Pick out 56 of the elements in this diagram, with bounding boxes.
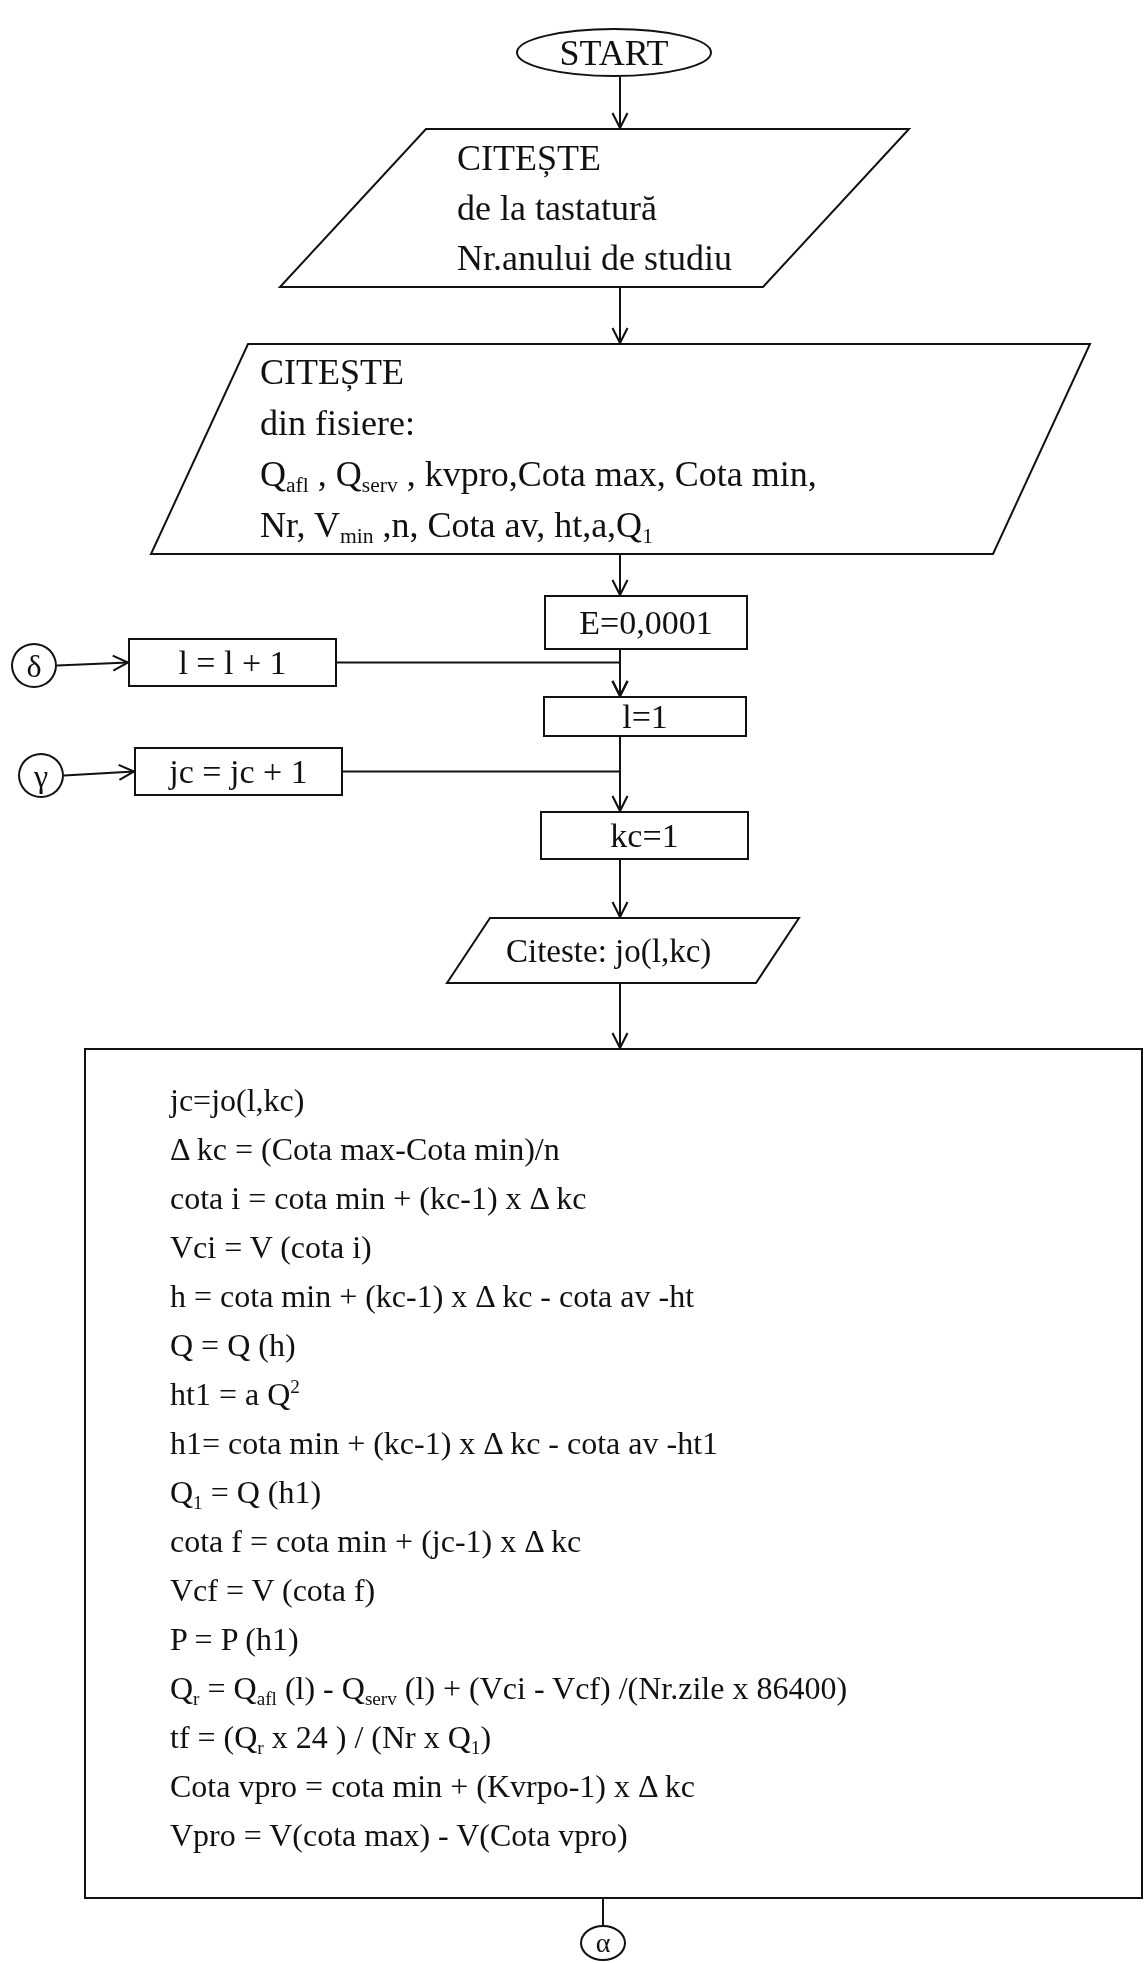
text-line: tf = (Q$_{r}$ x 24 ) / (Nr x Q$_{1}$) <box>170 1718 492 1760</box>
connector-circle <box>580 1925 626 1961</box>
input-parallelogram <box>279 128 910 288</box>
connector-circle <box>18 753 64 798</box>
arrow <box>611 76 629 130</box>
process-box <box>128 638 337 687</box>
terminal-ellipse <box>516 28 712 77</box>
input-parallelogram <box>150 343 1091 555</box>
arrow <box>336 661 629 698</box>
text-line: Vcf = V (cota f) <box>170 1571 376 1610</box>
text-line: Cota vpro = cota min + (Kvrpo-1) x Δ kc <box>170 1767 695 1806</box>
node-label: jc = jc + 1 <box>169 751 308 792</box>
node-label: γ <box>33 757 49 794</box>
text-line: de la tastatură <box>457 187 657 230</box>
input-parallelogram <box>446 917 800 984</box>
connector-circle <box>11 643 57 688</box>
arrow <box>611 983 629 1050</box>
text-line: Δ kc = (Cota max-Cota min)/n <box>170 1130 560 1169</box>
arrow <box>611 287 629 345</box>
node-label: E=0,0001 <box>579 602 713 643</box>
text-line: Q$_{1}$ = Q (h1) <box>170 1473 322 1515</box>
text-line: Nr.anului de studiu <box>457 237 732 280</box>
connector-line <box>602 1898 604 1926</box>
text-line: h = cota min + (kc-1) x Δ kc - cota av -ht <box>170 1277 695 1316</box>
arrow <box>56 654 130 672</box>
node-label: α <box>595 1928 611 1958</box>
arrow <box>611 554 629 597</box>
node-label: kc=1 <box>610 815 679 856</box>
arrow <box>63 763 136 781</box>
text-line: din fisiere: <box>260 402 415 445</box>
text-line: P = P (h1) <box>170 1620 299 1659</box>
text-line: cota i = cota min + (kc-1) x Δ kc <box>170 1179 587 1218</box>
text-line: Q$_{afl}$ , Q$_{serv}$ , kvpro,Cota max, Cota min, <box>260 453 817 500</box>
process-box <box>84 1048 1143 1899</box>
node-label: l = l + 1 <box>178 642 287 683</box>
process-box <box>540 811 749 860</box>
text-line: Citeste: jo(l,kc) <box>506 931 712 971</box>
node-label: START <box>559 32 669 73</box>
text-line: Q = Q (h) <box>170 1326 296 1365</box>
text-line: jc=jo(l,kc) <box>170 1081 305 1120</box>
text-line: Nr, V$_{min}$ ,n, Cota av, ht,a,Q$_{1}$ <box>260 504 653 551</box>
text-line: Vci = V (cota i) <box>170 1228 372 1267</box>
text-line: CITEȘTE <box>457 137 601 180</box>
node-label: δ <box>26 647 42 684</box>
arrow <box>342 770 629 813</box>
text-line: Vpro = V(cota max) - V(Cota vpro) <box>170 1816 628 1855</box>
arrow <box>611 859 629 919</box>
node-label: l=1 <box>622 697 668 736</box>
process-box <box>544 595 748 650</box>
text-line: cota f = cota min + (jc-1) x Δ kc <box>170 1522 582 1561</box>
text-line: CITEȘTE <box>260 351 404 394</box>
text-line: ht1 = a Q$^{2}$ <box>170 1375 300 1414</box>
text-line: h1= cota min + (kc-1) x Δ kc - cota av -ht1 <box>170 1424 719 1463</box>
process-box <box>134 747 343 796</box>
text-line: Q$_{r}$ = Q$_{afl}$ (l) - Q$_{serv}$ (l) + (Vci - Vcf) /(Nr.zile x 86400) <box>170 1669 848 1711</box>
process-box <box>543 696 747 737</box>
